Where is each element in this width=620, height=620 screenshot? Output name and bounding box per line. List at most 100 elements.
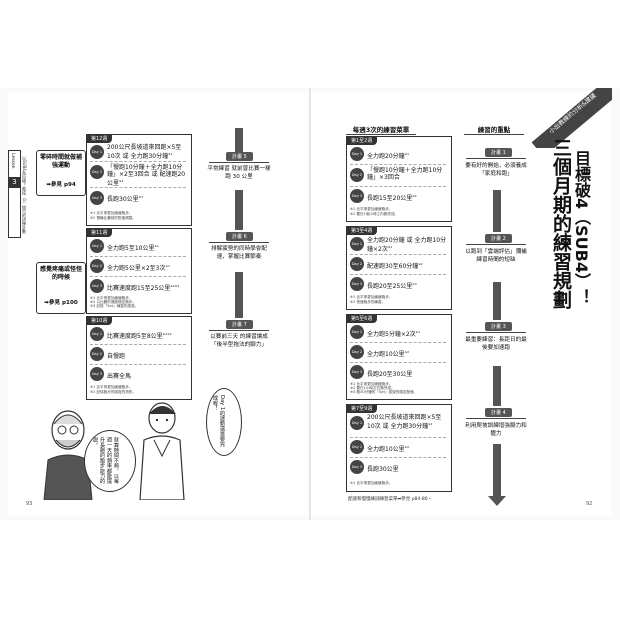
divider [90, 161, 186, 162]
day-badge: Day 3 [350, 365, 364, 379]
day-text: 長跑30公里 [367, 466, 399, 473]
footnote: ※1 比平常更加緩緩跑步。 [350, 382, 393, 386]
plan-label: 計畫 7 [226, 320, 253, 329]
divider [90, 344, 186, 345]
chapter-tab-label: Lesson [10, 153, 15, 169]
day-text: 出賽全馬 [107, 373, 132, 380]
plan-label: 計畫 4 [485, 408, 512, 417]
flow-arrow-shaft [235, 272, 243, 318]
old-coach-figure [43, 410, 93, 500]
plan-text: 以賽前三天 的練習讓成 「後半型拖法的腳力」 [210, 334, 268, 348]
footnote: ※1 比平常更加緩緩跑步。 [350, 207, 393, 211]
chapter-tab: Lesson 3 [8, 150, 21, 238]
footnote: ※1 比平常更加緩緩跑步。 [350, 295, 393, 299]
plan-underline [466, 158, 526, 159]
speech-bubble-left: 就算時間不夠，以每週一天的頻率都能提升長跑的跑步能力的說。 [84, 430, 136, 492]
divider [350, 342, 446, 343]
footnote: ※2 以比賽的速度穩定跑步。 [90, 300, 136, 304]
day-text: 自慢跑 [107, 353, 126, 360]
title-line-2: 三個月期的練習規劃 [550, 138, 572, 309]
day-badge: Day 2 [350, 440, 364, 454]
divider [90, 187, 186, 188]
footnote: ※1 比平常更加緩緩跑步。 [90, 385, 133, 389]
plan-text: 平常練習 就前曾比賽一樣 跑 30 公里 [207, 166, 271, 180]
tip-box-spare-time: 零碎時間就做補強運動 ➡參見 p94 [36, 150, 86, 196]
day-text: 長跑20至25公里※3 [367, 282, 417, 290]
plan-text: 以跑到「雲端評估」彌補練習時間的短缺 [465, 249, 527, 263]
day-text: 「慢跑10分鐘＋全力跑10分鐘」×3回合 [367, 167, 443, 181]
day-badge: Day 1 [350, 237, 364, 251]
day-badge: Day 3 [90, 367, 104, 381]
divider [350, 164, 446, 165]
plan-underline [209, 242, 269, 243]
day-text: 長跑30公里※3 [107, 195, 144, 203]
footnote: ※2 快速跑步的練習。 [350, 300, 386, 304]
chapter-subtitle: 以SUB4為目標！階段（1）個月的訓練計劃 [22, 156, 27, 234]
week-box-1-2: 第1至2週 Day 1 全力跑20分鐘※1 Day 2 「慢跑10分鐘＋全力跑1… [346, 136, 452, 222]
flow-arrow-shaft [235, 128, 243, 152]
divider [350, 362, 446, 363]
day-text: 200公尺長坡道來回跑×5至10次 或 全力跑30分鐘※1 [107, 144, 182, 160]
plan-text: 排解疲勞的同時學會配速，掌握比賽節奏 [211, 246, 267, 260]
week-title: 第3至4週 [346, 226, 378, 235]
day-badge: Day 1 [90, 239, 104, 253]
day-text: 全力跑5分鐘×2次※1 [367, 330, 421, 338]
divider [90, 364, 186, 365]
plan-label: 計畫 1 [485, 148, 512, 157]
tip-text: 零碎時間就做補強運動 [39, 154, 82, 169]
day-badge: Day 2 [350, 168, 364, 182]
day-text: 長跑20至30公里 [367, 371, 413, 378]
day-text: 比賽速度跑5至8公里※1※2 [107, 332, 172, 340]
day-text: 全力跑10公里※2 [367, 445, 410, 453]
day-badge: Day 2 [90, 347, 104, 361]
week-box-12: 第12週 Day 1 200公尺長坡道來回跑×5至10次 或 全力跑30分鐘※1… [86, 134, 192, 226]
coach-illustration [43, 402, 185, 500]
column-head-points: 練習的重點 [464, 124, 524, 135]
week-title: 第10週 [86, 316, 113, 325]
speech-bubble-right: Day 1的運動還是要完成喔！ [206, 388, 242, 456]
day-text: 全力跑20分鐘※1 [367, 152, 410, 160]
week-title: 第7至9週 [346, 404, 378, 413]
day-badge: Day 2 [350, 257, 364, 271]
week-title: 第5至6週 [346, 314, 378, 323]
divider [350, 457, 446, 458]
footnote: ※2 預備比賽前的配速調整。 [90, 216, 136, 220]
flow-arrow-shaft [493, 190, 501, 232]
footnote: ※1 比平常更加緩緩跑步。 [90, 296, 133, 300]
week-box-10: 第10週 Day 1 比賽速度跑5至8公里※1※2 Day 2 自慢跑 Day … [86, 316, 192, 400]
footer-reference: 配速和慢慢練訓練習菜單➡參見 p84-86・ [348, 497, 433, 502]
book-gutter [309, 88, 311, 520]
plan-text: 最重要練習：長距日的最後要加速跑 [465, 337, 527, 351]
day-badge: Day 1 [90, 145, 104, 159]
footnote: ※1 比平常更加緩緩跑步。 [90, 211, 133, 215]
day-text: 全力跑5公里×2至3次※1 [107, 264, 170, 272]
tip-box-pain: 感覺疼痛或怪怪的時候 ➡參見 p100 [36, 262, 86, 314]
day-text: 全力跑10公里※2 [367, 350, 410, 358]
week-box-11: 第11週 Day 1 全力跑5至10公里※1 Day 2 全力跑5公里×2至3次… [86, 228, 192, 314]
divider [350, 254, 446, 255]
footnote: ※2 要在1個小時之內跑完成。 [350, 212, 399, 216]
plan-underline [466, 244, 526, 245]
day-text: 長跑15至20公里※2 [367, 194, 417, 202]
day-badge: Day 3 [350, 277, 364, 291]
divider [350, 437, 446, 438]
day-badge: Day 3 [90, 191, 104, 205]
divider [90, 276, 186, 277]
tip-ref: ➡參見 p94 [46, 182, 76, 188]
day-badge: Day 2 [350, 345, 364, 359]
day-badge: Day 2 [90, 259, 104, 273]
plan-underline [466, 332, 526, 333]
plan-text: 利用爬坡訓練增強腳力和體力 [465, 423, 527, 437]
plan-label: 計畫 5 [226, 152, 253, 161]
footnote: ※3 記錄「Set」練習的感覺。 [90, 304, 139, 308]
day-text: 全力跑5至10公里※1 [107, 244, 159, 252]
plan-label: 計畫 2 [485, 234, 512, 243]
speech-left-text: 就算時間不夠，以每週一天的頻率都能提升長跑的跑步能力的說。 [92, 437, 119, 484]
flow-arrow-shaft [493, 366, 501, 406]
week-box-7-9: 第7至9週 Day 1 200公尺長坡道來回跑×5至10次 或 全力跑30分鐘※… [346, 404, 452, 492]
plan-underline [209, 330, 269, 331]
plan-text: 要有好的開始，必須養成「家庭和跑」 [465, 163, 527, 177]
week-title: 第12週 [86, 134, 113, 143]
footnote: ※3 跑30分鐘的「Set」感覺的穩定配速。 [350, 390, 418, 394]
title-line-1: 目標破4（SUB4）！ [572, 150, 591, 305]
